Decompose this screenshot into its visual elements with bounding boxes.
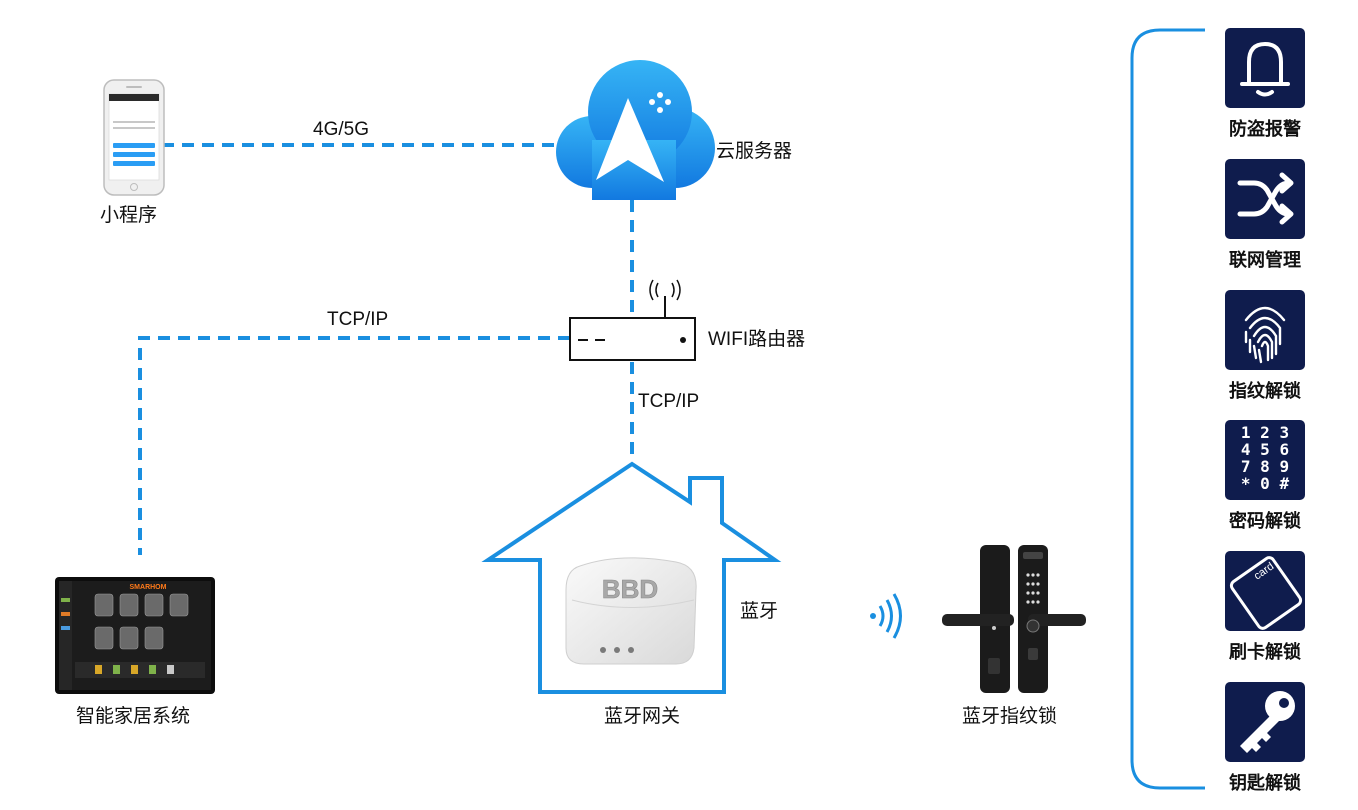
feature-tile-alarm	[1225, 28, 1305, 108]
feature-label-fingerprint: 指纹解锁	[1229, 381, 1301, 401]
smart-home-brand: SMARHOM	[130, 584, 167, 591]
feature-tile-network	[1225, 159, 1305, 239]
feature-label-key: 钥匙解锁	[1229, 773, 1301, 793]
feature-tile-password	[1225, 420, 1305, 500]
gateway-logo: BBD	[602, 574, 658, 604]
node-label-router: WIFI路由器	[708, 329, 806, 350]
keypad-icon: 1 2 3 4 5 6 7 8 9 * 0 #	[1225, 424, 1305, 492]
feature-label-password: 密码解锁	[1229, 511, 1301, 531]
link-label-gateway-lock: 蓝牙	[740, 601, 779, 622]
keypad-row: 7 8 9	[1240, 457, 1290, 476]
fingerprint-icon	[1244, 306, 1286, 364]
feature-label-card: 刷卡解锁	[1229, 642, 1301, 662]
node-label-smarthome: 智能家居系统	[76, 706, 191, 727]
wifi-router	[569, 279, 696, 361]
house-outline	[481, 461, 782, 694]
link-label-router-gateway: TCP/IP	[638, 391, 700, 412]
node-label-cloud: 云服务器	[716, 141, 793, 162]
bluetooth-signal-icon	[870, 593, 902, 639]
card-icon	[1229, 556, 1303, 630]
link-label-router-smarthome: TCP/IP	[327, 309, 389, 330]
key-icon	[1240, 691, 1295, 753]
phone-device	[103, 79, 165, 196]
node-label-lock: 蓝牙指纹锁	[962, 706, 1058, 727]
keypad-row: * 0 #	[1240, 474, 1290, 493]
cloud-server	[556, 60, 715, 200]
smart-lock-device	[942, 545, 1086, 693]
feature-bracket	[1130, 28, 1205, 790]
keypad-row: 4 5 6	[1240, 440, 1290, 459]
shuffle-icon	[1237, 172, 1294, 225]
feature-tile-card	[1225, 551, 1305, 631]
keypad-row: 1 2 3	[1240, 423, 1290, 442]
node-label-gateway: 蓝牙网关	[604, 706, 681, 727]
gateway-device	[565, 557, 697, 665]
link-router-smarthome	[138, 336, 570, 555]
feature-label-network: 联网管理	[1229, 250, 1301, 270]
smart-home-panel	[55, 577, 215, 694]
bell-icon	[1240, 42, 1290, 97]
feature-label-alarm: 防盗报警	[1229, 119, 1301, 139]
node-label-miniprogram: 小程序	[100, 205, 158, 226]
feature-tile-fingerprint	[1225, 290, 1305, 370]
link-label-phone-cloud: 4G/5G	[313, 119, 369, 140]
